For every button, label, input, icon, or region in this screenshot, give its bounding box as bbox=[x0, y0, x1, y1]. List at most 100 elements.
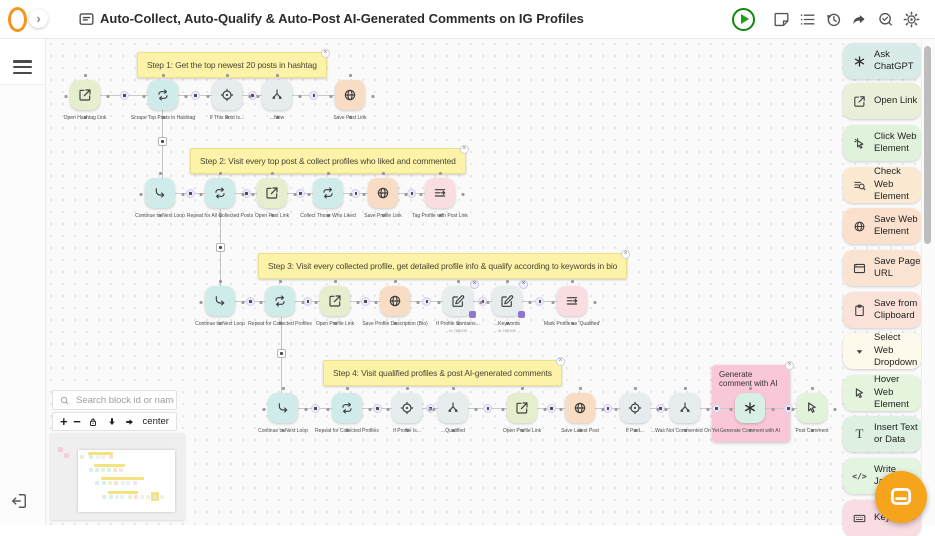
connector-dot[interactable] bbox=[535, 296, 544, 306]
node-save-latest-post[interactable] bbox=[565, 387, 595, 423]
chat-launcher-button[interactable] bbox=[875, 471, 927, 523]
node-open-profile-link[interactable] bbox=[320, 280, 350, 316]
node-keywords[interactable]: × bbox=[492, 280, 528, 318]
sidebar-card-click-web-element[interactable]: Click Web Element bbox=[843, 125, 921, 161]
connector-marker-icon[interactable] bbox=[277, 349, 286, 358]
sidebar-card-save-page-url[interactable]: Save Page URL bbox=[843, 250, 921, 286]
node-collect-those-who-liked[interactable] bbox=[313, 172, 343, 208]
connector-dot[interactable] bbox=[119, 90, 129, 100]
connector-dot[interactable] bbox=[407, 188, 416, 198]
close-icon[interactable]: × bbox=[555, 357, 565, 366]
connector-dot[interactable] bbox=[295, 188, 305, 198]
sidebar-card-open-link[interactable]: Open Link bbox=[843, 83, 921, 119]
connector-dot[interactable] bbox=[360, 296, 370, 306]
connector-dot[interactable] bbox=[351, 188, 360, 198]
node-if-profile-is[interactable] bbox=[392, 387, 422, 423]
connector-dot[interactable] bbox=[655, 403, 665, 413]
node-scrape-top-posts-in-hashtag[interactable] bbox=[148, 74, 178, 110]
node-generate-comment-with-ai[interactable] bbox=[735, 387, 765, 423]
node-continue-to-next-loop[interactable] bbox=[205, 280, 235, 316]
sidebar-card-hover-web-element[interactable]: Hover Web Element bbox=[843, 374, 921, 411]
connector-dot[interactable] bbox=[309, 90, 318, 100]
scrollbar-thumb[interactable] bbox=[924, 46, 931, 244]
node-was-not-commented-on-yet[interactable] bbox=[670, 387, 700, 423]
step-note[interactable]: Step 3: Visit every collected profile, g… bbox=[258, 250, 631, 279]
zoom-in-icon[interactable]: + bbox=[60, 414, 68, 429]
node-if-this-post-is[interactable] bbox=[212, 74, 242, 110]
search-check-icon[interactable] bbox=[875, 9, 895, 29]
node-repeat-for-collected-profiles[interactable] bbox=[332, 387, 362, 423]
note-icon[interactable] bbox=[771, 9, 791, 29]
connector-marker-icon[interactable] bbox=[216, 243, 225, 252]
node-continue-to-next-loop[interactable] bbox=[268, 387, 298, 423]
sidebar-scrollbar[interactable] bbox=[921, 38, 933, 525]
close-icon[interactable]: × bbox=[459, 145, 469, 154]
node-save-post-link[interactable] bbox=[335, 74, 365, 110]
node-new[interactable] bbox=[262, 74, 292, 110]
close-icon[interactable]: × bbox=[320, 49, 330, 58]
node-post-comment[interactable] bbox=[797, 387, 827, 423]
list-icon[interactable] bbox=[797, 9, 817, 29]
connector-dot[interactable] bbox=[711, 403, 721, 413]
node-if-profile-contains[interactable]: × bbox=[443, 280, 479, 318]
workflow-canvas[interactable]: Generate comment with AI×Step 1: Get the… bbox=[45, 38, 935, 525]
hamburger-icon[interactable] bbox=[13, 60, 32, 77]
connector-dot[interactable] bbox=[190, 90, 200, 100]
connector-dot[interactable] bbox=[247, 90, 257, 100]
connector-marker-icon[interactable] bbox=[158, 137, 167, 146]
arrow-down-icon[interactable] bbox=[105, 415, 118, 428]
close-icon[interactable]: × bbox=[519, 280, 528, 289]
close-icon[interactable]: × bbox=[785, 361, 794, 370]
sidebar-card-save-from-clipboard[interactable]: Save from Clipboard bbox=[843, 292, 921, 328]
center-button[interactable]: center bbox=[142, 416, 169, 427]
comment-icon[interactable] bbox=[77, 10, 96, 29]
node-repeat-for-all-collected-posts[interactable] bbox=[205, 172, 235, 208]
node-repeat-for-collected-profiles[interactable] bbox=[265, 280, 295, 316]
node-tag-profile-with-post-link[interactable] bbox=[425, 172, 455, 208]
gear-icon[interactable] bbox=[901, 9, 921, 29]
minimap-viewport[interactable] bbox=[78, 450, 175, 512]
connector-dot[interactable] bbox=[783, 403, 793, 413]
connector-dot[interactable] bbox=[425, 403, 435, 413]
connector-dot[interactable] bbox=[603, 403, 612, 413]
zoom-out-icon[interactable]: − bbox=[73, 414, 81, 429]
node-if-post[interactable] bbox=[620, 387, 650, 423]
node-save-profile-link[interactable] bbox=[368, 172, 398, 208]
sidebar-card-check-web-element[interactable]: Check Web Element bbox=[843, 166, 921, 203]
node-mark-profile-as-qualified[interactable] bbox=[557, 280, 587, 316]
connector-dot[interactable] bbox=[483, 403, 492, 413]
connector-dot[interactable] bbox=[478, 296, 487, 306]
sidebar-card-select-web-dropdown[interactable]: Select Web Dropdown bbox=[843, 332, 921, 369]
step-note[interactable]: Step 4: Visit qualified profiles & post … bbox=[323, 357, 565, 386]
play-icon[interactable] bbox=[732, 7, 755, 31]
connector-dot[interactable] bbox=[546, 403, 556, 413]
connector-dot[interactable] bbox=[422, 296, 431, 306]
node-open-post-link[interactable] bbox=[257, 172, 287, 208]
arrow-right-icon[interactable] bbox=[124, 415, 137, 428]
step-note[interactable]: Step 1: Get the top newest 20 posts in h… bbox=[137, 49, 330, 78]
connector-dot[interactable] bbox=[241, 188, 251, 198]
connector-dot[interactable] bbox=[310, 403, 320, 413]
step-note[interactable]: Step 2: Visit every top post & collect p… bbox=[190, 145, 469, 174]
node-save-profile-description-bio[interactable] bbox=[380, 280, 410, 316]
sidebar-card-insert-text-or-data[interactable]: T Insert Text or Data bbox=[843, 416, 921, 452]
connector-dot[interactable] bbox=[372, 403, 382, 413]
sidebar-card-ask-chatgpt[interactable]: Ask ChatGPT bbox=[843, 43, 921, 79]
connector-dot[interactable] bbox=[303, 296, 312, 306]
node-open-profile-link[interactable] bbox=[507, 387, 537, 423]
close-icon[interactable]: × bbox=[621, 250, 631, 259]
connector-dot[interactable] bbox=[245, 296, 255, 306]
chevron-right-icon[interactable]: › bbox=[29, 9, 48, 28]
sidebar-card-save-web-element[interactable]: Save Web Element bbox=[843, 208, 921, 244]
node-qualified[interactable] bbox=[438, 387, 468, 423]
connector-dot[interactable] bbox=[185, 188, 195, 198]
search-input[interactable] bbox=[74, 393, 176, 407]
close-icon[interactable]: × bbox=[470, 280, 479, 289]
minimap[interactable] bbox=[50, 433, 185, 520]
node-open-hashtag-link[interactable] bbox=[70, 74, 100, 110]
lock-icon[interactable] bbox=[87, 415, 100, 428]
app-logo[interactable] bbox=[8, 7, 27, 32]
history-icon[interactable] bbox=[823, 9, 843, 29]
share-icon[interactable] bbox=[849, 9, 869, 29]
node-continue-to-next-loop[interactable] bbox=[145, 172, 175, 208]
